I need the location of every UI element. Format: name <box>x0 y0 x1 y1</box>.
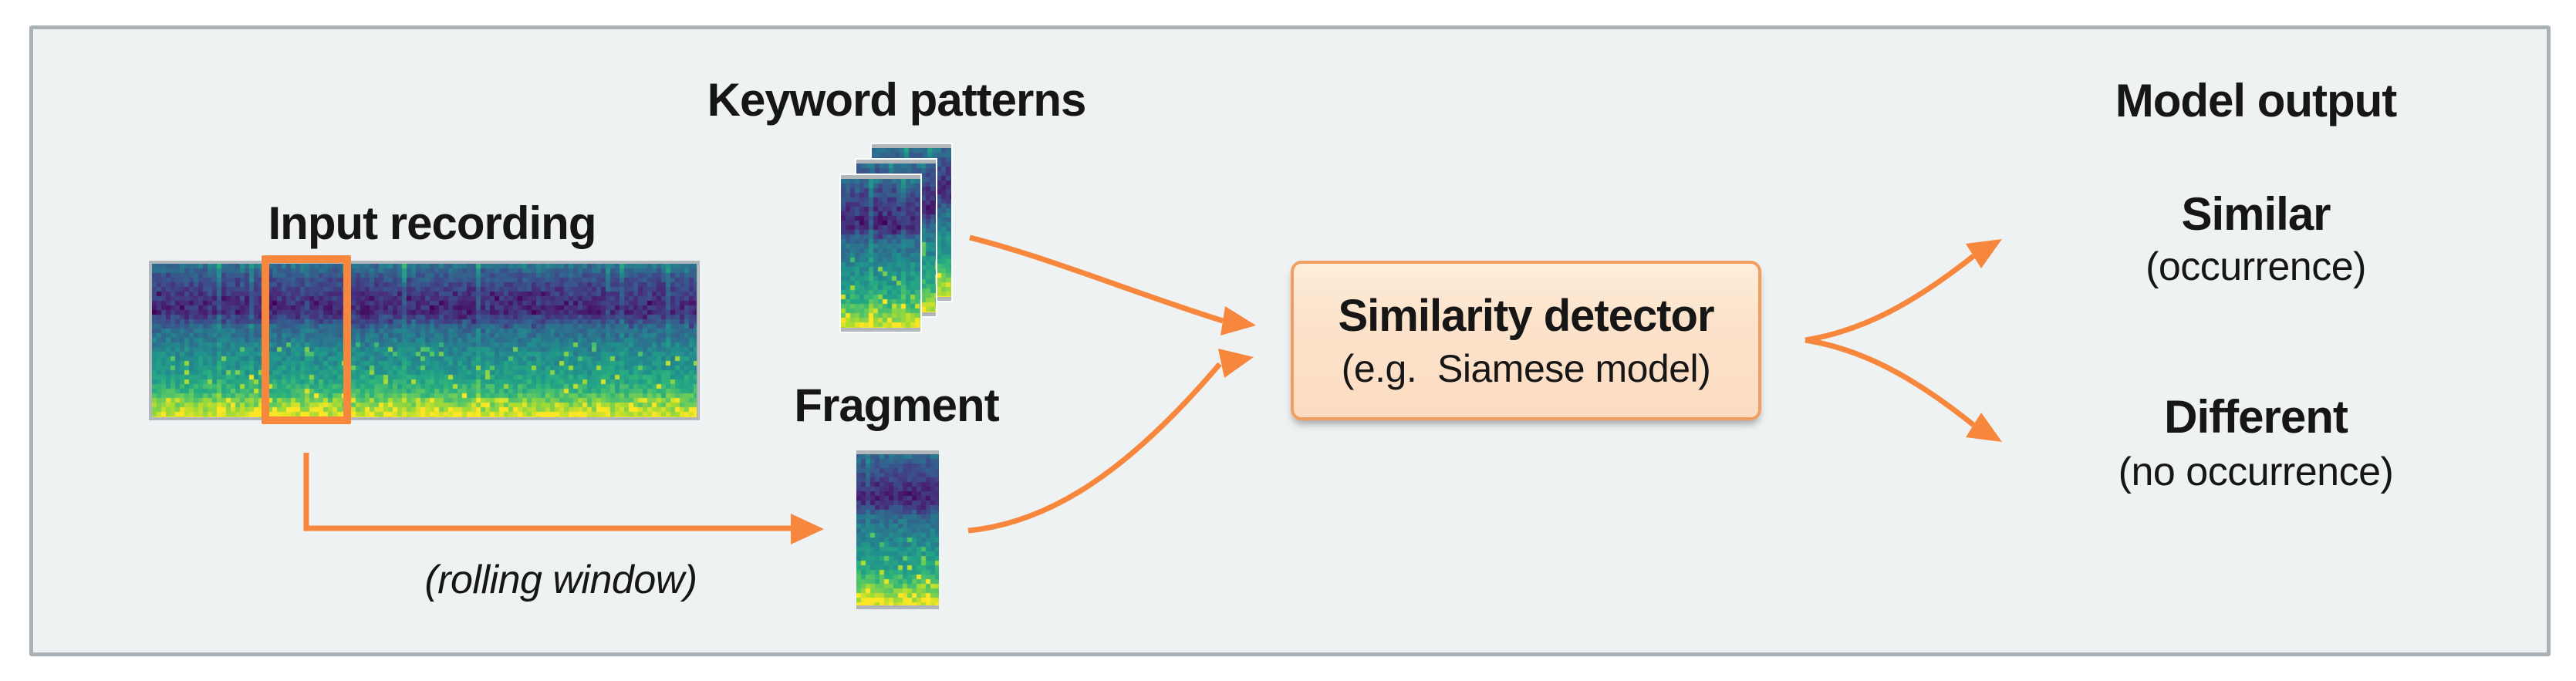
fragment-spectrogram <box>856 450 939 609</box>
model-output-heading: Model output <box>2115 75 2398 126</box>
keyword-pattern-canvas <box>841 179 920 328</box>
fragment-label: Fragment <box>794 379 999 431</box>
input-recording-spectrogram <box>149 261 700 420</box>
similarity-detector-title: Similarity detector <box>1338 290 1714 341</box>
rolling-window-note: (rolling window) <box>424 558 697 602</box>
keyword-pattern-spectrogram-front <box>839 174 922 333</box>
different-label: Different <box>2164 391 2348 443</box>
keyword-patterns-label: Keyword patterns <box>707 74 1087 126</box>
rolling-window-highlight-rect <box>262 255 351 424</box>
similar-note: (occurrence) <box>2146 244 2366 289</box>
similarity-detector-box: Similarity detector (e.g. Siamese model) <box>1291 261 1761 420</box>
input-recording-label: Input recording <box>268 197 597 249</box>
different-note: (no occurrence) <box>2118 450 2394 494</box>
similar-label: Similar <box>2181 188 2331 240</box>
fragment-spectrogram-canvas <box>856 454 939 605</box>
input-spectrogram-canvas <box>152 264 697 417</box>
similarity-detector-subtitle: (e.g. Siamese model) <box>1341 346 1711 390</box>
